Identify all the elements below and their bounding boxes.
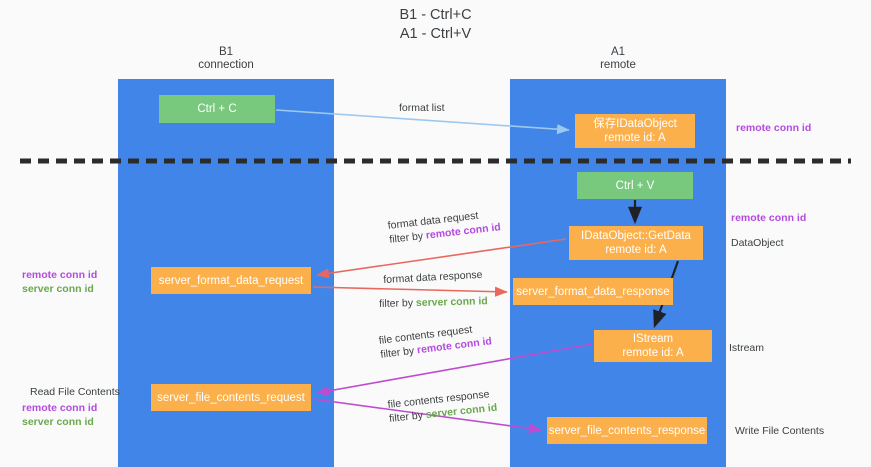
column-header-b1-role: connection — [198, 59, 254, 71]
annotation-istream: Istream — [729, 341, 764, 355]
title-line-2: A1 - Ctrl+V — [399, 26, 472, 42]
annotation-remote-conn-id-top-text: remote conn id — [736, 122, 812, 134]
annotation-write-file-contents: Write File Contents — [735, 424, 824, 438]
box-server-format-data-request[interactable]: server_format_data_request — [151, 267, 311, 294]
label-file-contents-request: file contents request filter by remote c… — [378, 320, 493, 361]
annotation-conn-ids-bottom: remote conn id server conn id — [22, 401, 97, 429]
label-format-list: format list — [399, 101, 445, 115]
annotation-remote-conn-id-left-mid: remote conn id — [22, 269, 98, 281]
column-header-a1-name: A1 — [610, 46, 626, 58]
label-format-data-response-text: format data response — [383, 268, 483, 286]
label-format-list-text: format list — [399, 102, 445, 114]
box-istream[interactable]: IStream remote id: A — [594, 330, 712, 362]
box-idataobject[interactable]: 保存IDataObject remote id: A — [575, 114, 695, 148]
column-header-a1-role: remote — [600, 59, 636, 71]
annotation-istream-text: Istream — [729, 342, 765, 354]
diagram-title: B1 - Ctrl+C A1 - Ctrl+V — [0, 6, 871, 44]
box-idataobject-line-2: remote id: A — [604, 132, 666, 144]
box-ctrl-c[interactable]: Ctrl + C — [159, 95, 275, 123]
annotation-dataobject-text: DataObject — [731, 237, 784, 249]
box-istream-line-2: remote id: A — [622, 347, 684, 359]
box-server-file-contents-response[interactable]: server_file_contents_response — [547, 417, 707, 444]
label-filter-by-3: filter by — [379, 344, 418, 361]
box-getdata-line-2: remote id: A — [605, 244, 667, 256]
box-istream-line-1: IStream — [632, 333, 674, 345]
label-format-data-response: format data response — [383, 268, 483, 287]
box-server-format-data-request-label: server_format_data_request — [158, 274, 304, 287]
title-line-1: B1 - Ctrl+C — [399, 7, 472, 23]
annotation-conn-ids-mid: remote conn id server conn id — [22, 268, 97, 296]
annotation-read-file-contents-text: Read File Contents — [30, 386, 120, 398]
box-server-file-contents-request[interactable]: server_file_contents_request — [151, 384, 311, 411]
annotation-write-file-contents-text: Write File Contents — [735, 425, 825, 437]
box-ctrl-v[interactable]: Ctrl + V — [577, 172, 693, 199]
column-header-a1: A1 remote — [538, 46, 698, 72]
column-header-b1: B1 connection — [146, 46, 306, 72]
annotation-server-conn-id-left-bottom: server conn id — [22, 416, 94, 428]
arrow-format-data-response — [312, 286, 508, 297]
annotation-read-file-contents: Read File Contents — [30, 385, 120, 399]
annotation-remote-conn-id-mid-text: remote conn id — [731, 212, 807, 224]
annotation-remote-conn-id-left-bottom: remote conn id — [22, 402, 98, 414]
label-file-contents-response: file contents response filter by server … — [387, 387, 498, 426]
label-server-conn-id-1: server conn id — [415, 295, 488, 310]
column-header-b1-name: B1 — [218, 46, 234, 58]
box-ctrl-v-label: Ctrl + V — [615, 179, 655, 192]
box-ctrl-c-label: Ctrl + C — [197, 103, 237, 115]
annotation-server-conn-id-left-mid: server conn id — [22, 283, 94, 295]
label-filter-by-server-conn-id-1: filter by server conn id — [379, 294, 488, 311]
box-getdata-line-1: IDataObject::GetData — [581, 230, 691, 242]
annotation-remote-conn-id-top: remote conn id — [736, 121, 811, 135]
label-filter-by-1: filter by — [388, 229, 427, 246]
annotation-remote-conn-id-mid: remote conn id — [731, 211, 806, 225]
label-filter-by-4: filter by — [388, 409, 427, 425]
box-server-format-data-response[interactable]: server_format_data_response — [513, 278, 673, 305]
label-format-data-request: format data request filter by remote con… — [387, 206, 501, 247]
box-server-file-contents-response-label: server_file_contents_response — [548, 424, 706, 437]
box-server-format-data-response-label: server_format_data_response — [516, 285, 670, 298]
box-idataobject-line-1: 保存IDataObject — [593, 118, 677, 130]
box-idataobject-getdata[interactable]: IDataObject::GetData remote id: A — [569, 226, 703, 260]
annotation-dataobject: DataObject — [731, 236, 784, 250]
label-filter-by-2: filter by — [379, 297, 417, 310]
box-server-file-contents-request-label: server_file_contents_request — [157, 391, 305, 404]
